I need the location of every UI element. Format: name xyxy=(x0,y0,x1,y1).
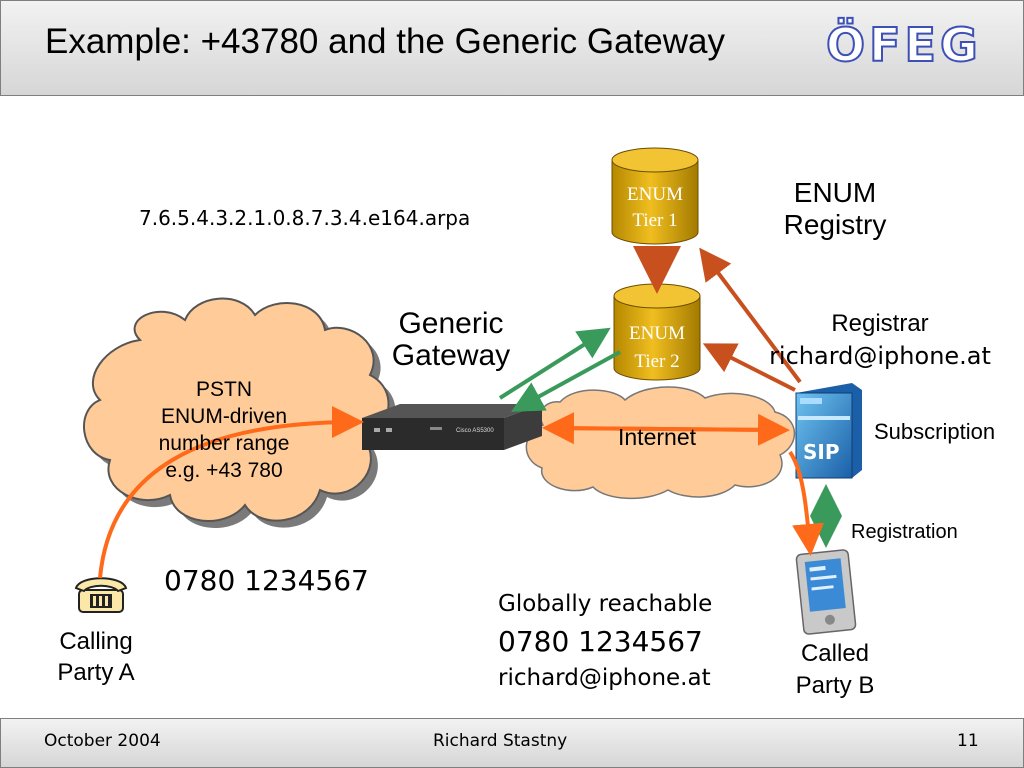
subscription-label: Subscription xyxy=(874,419,996,444)
enum-registry-line2: Registry xyxy=(783,209,887,240)
enum-tier2-line2: Tier 2 xyxy=(634,351,680,372)
pstn-line4: e.g. +43 780 xyxy=(165,459,283,482)
registrar-email: richard@iphone.at xyxy=(769,342,991,370)
enum-domain-label: 7.6.5.4.3.2.1.0.8.7.3.4.e164.arpa xyxy=(139,206,471,230)
generic-gateway-line1: Generic xyxy=(398,307,504,340)
arrow-sip-to-pda xyxy=(788,450,824,556)
enum-tier1-line1: ENUM xyxy=(627,184,683,205)
called-party-line1: Called xyxy=(800,640,870,667)
registration-label: Registration xyxy=(851,521,958,543)
called-party-line2: Party B xyxy=(795,672,875,699)
arrow-tier2-to-gateway xyxy=(510,350,621,412)
arrow-call-to-gateway xyxy=(98,406,364,579)
ofeg-logo: ÖFEG xyxy=(825,17,982,73)
pstn-cloud-label: PSTN ENUM-driven number range e.g. +43 7… xyxy=(124,376,324,484)
reachable-email: richard@iphone.at xyxy=(498,665,711,691)
pda-icon xyxy=(795,549,857,635)
enum-tier2-label: ENUM Tier 2 xyxy=(614,320,700,376)
enum-tier2-line1: ENUM xyxy=(629,323,685,344)
sip-server xyxy=(795,383,862,479)
globally-reachable-block: Globally reachable 0780 1234567 richard@… xyxy=(498,586,712,697)
registrar-label: Registrar richard@iphone.at xyxy=(740,308,1020,372)
footer-author: Richard Stastny xyxy=(433,731,568,751)
called-party-label: Called Party B xyxy=(772,638,898,702)
pstn-line1: PSTN xyxy=(195,378,252,401)
registrar-line1: Registrar xyxy=(831,310,929,337)
telephone-icon xyxy=(74,577,128,613)
enum-tier1-line2: Tier 1 xyxy=(632,210,678,231)
footer-date: October 2004 xyxy=(44,731,161,751)
calling-party-line1: Calling xyxy=(59,628,133,655)
calling-party-label: Calling Party A xyxy=(36,626,156,688)
arrow-registrar-to-tier2 xyxy=(702,343,796,392)
arrow-sip-to-gateway xyxy=(542,412,783,445)
dialed-number-label: 0780 1234567 xyxy=(164,564,369,597)
network-diagram xyxy=(74,147,862,635)
internet-cloud xyxy=(525,386,796,500)
arrow-registrar-to-tier1 xyxy=(699,247,802,384)
reachable-line1: Globally reachable xyxy=(498,591,713,617)
enum-tier1-label: ENUM Tier 1 xyxy=(612,182,698,234)
slide-title: Example: +43780 and the Generic Gateway xyxy=(45,22,726,61)
reachable-number: 0780 1234567 xyxy=(498,625,703,658)
gateway-device xyxy=(362,404,542,450)
internet-label: Internet xyxy=(618,424,696,450)
calling-party-line2: Party A xyxy=(57,659,135,686)
pstn-cloud xyxy=(83,297,396,529)
enum-registry-label: ENUM Registry xyxy=(760,177,910,241)
generic-gateway-line2: Gateway xyxy=(391,339,511,372)
pstn-line2: ENUM-driven xyxy=(160,405,288,428)
footer-page-number: 11 xyxy=(957,731,979,751)
enum-tier1-cylinder xyxy=(611,147,699,245)
enum-registry-line1: ENUM xyxy=(793,177,877,208)
footer-bar xyxy=(0,718,1024,768)
pstn-line3: number range xyxy=(158,432,290,455)
title-bar xyxy=(0,0,1024,96)
gateway-device-text: Cisco AS5300 xyxy=(456,428,494,434)
sip-server-text: SIP xyxy=(803,440,840,464)
generic-gateway-label: Generic Gateway xyxy=(376,308,526,372)
